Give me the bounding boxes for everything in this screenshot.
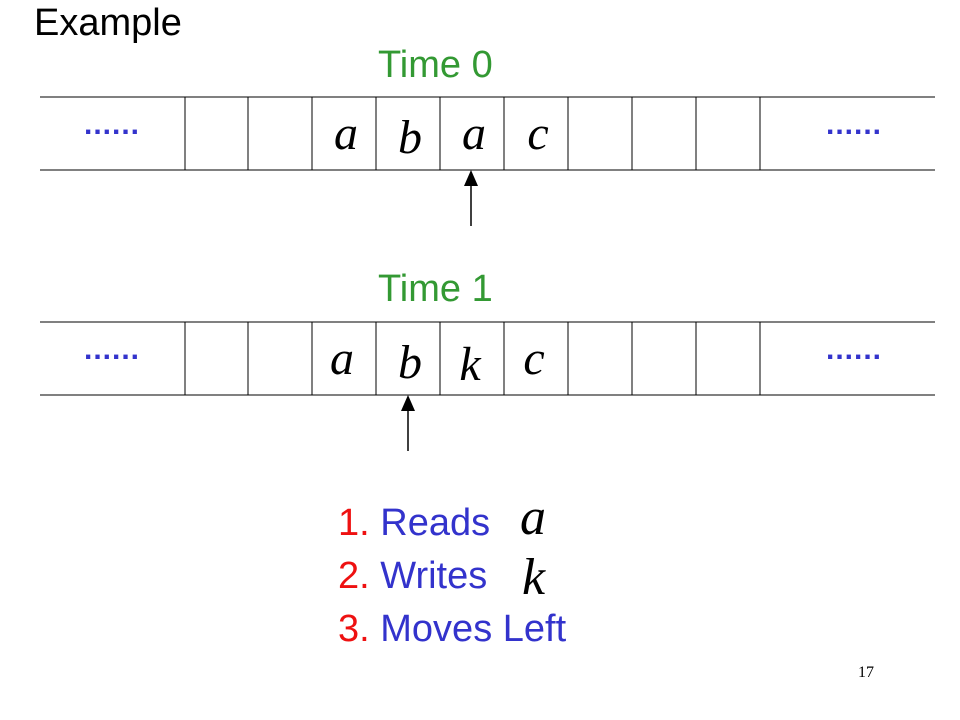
tape-1-time-label: Time 1 bbox=[378, 268, 493, 310]
step-3: 3. Moves Left bbox=[338, 608, 566, 651]
tape-0-cell: b bbox=[398, 111, 422, 164]
page-number: 17 bbox=[858, 664, 874, 681]
tape-1-left-ellipsis: ...... bbox=[84, 333, 141, 366]
step-1-symbol: a bbox=[520, 489, 546, 546]
step-number: 2. bbox=[338, 555, 370, 597]
tape-1-cell: c bbox=[523, 332, 545, 385]
step-text: Reads bbox=[380, 502, 491, 544]
step-2: 2. Writes bbox=[338, 555, 487, 598]
tape-1-cell: a bbox=[330, 332, 354, 385]
tape-1-lines bbox=[40, 321, 935, 396]
tape-1-cell: k bbox=[459, 338, 481, 391]
step-number: 1. bbox=[338, 502, 370, 544]
tape-0-time-label: Time 0 bbox=[378, 44, 493, 86]
step-number: 3. bbox=[338, 608, 370, 650]
tape-1-right-ellipsis: ...... bbox=[826, 333, 883, 366]
slide-title: Example bbox=[34, 2, 182, 44]
tape-0-head-arrow bbox=[464, 170, 478, 226]
tape-1-head-arrow bbox=[401, 395, 415, 451]
step-text: Writes bbox=[380, 555, 488, 597]
step-text: Moves Left bbox=[380, 608, 567, 650]
tape-0-right-ellipsis: ...... bbox=[826, 108, 883, 141]
tape-0-cell: a bbox=[462, 107, 486, 160]
tape-1-cell: b bbox=[398, 336, 422, 389]
step-1: 1. Reads bbox=[338, 502, 490, 545]
tape-0-left-ellipsis: ...... bbox=[84, 108, 141, 141]
step-2-symbol: k bbox=[522, 549, 546, 606]
tape-0-cell: c bbox=[527, 107, 549, 160]
tape-0-lines bbox=[40, 96, 935, 171]
tape-0-cell: a bbox=[334, 107, 358, 160]
